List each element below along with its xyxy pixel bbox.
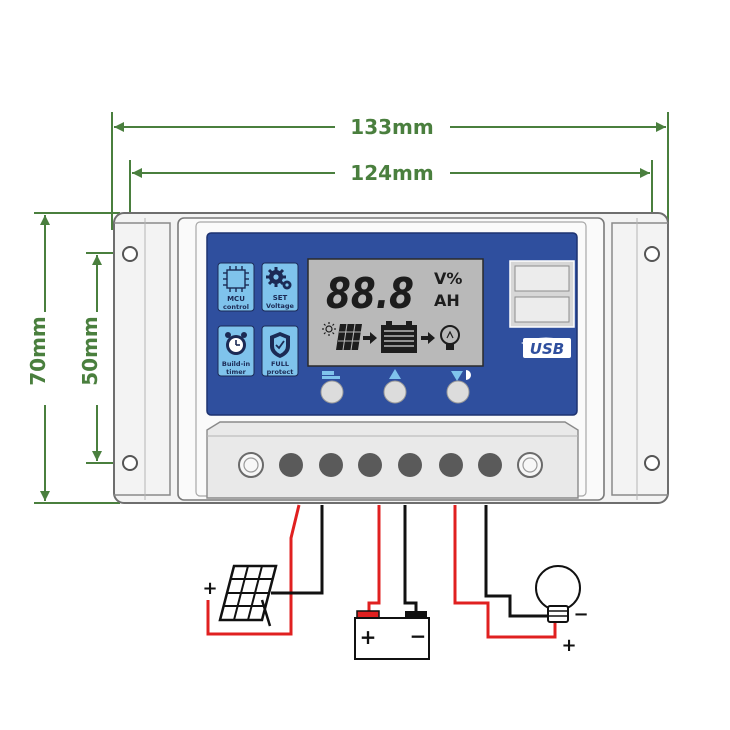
light-bulb-icon bbox=[535, 565, 581, 623]
usb-port-1[interactable] bbox=[514, 265, 570, 292]
usb-label: USB bbox=[530, 340, 564, 358]
terminal-battery-plus bbox=[358, 453, 382, 477]
terminal-solar-minus bbox=[319, 453, 343, 477]
terminal-load-plus bbox=[439, 453, 463, 477]
lcd-sun-icon bbox=[322, 322, 336, 336]
gear-icon bbox=[266, 267, 292, 290]
set-label-line2: Voltage bbox=[266, 302, 295, 310]
end-screw-right bbox=[517, 452, 543, 478]
menu-icon bbox=[322, 371, 340, 379]
lcd-unit-top: V% bbox=[434, 269, 462, 288]
solar-panel-icon bbox=[218, 564, 278, 627]
mounting-holes bbox=[122, 246, 660, 471]
alarm-clock-icon bbox=[225, 332, 247, 355]
up-triangle-icon bbox=[389, 369, 401, 379]
chip-icon bbox=[223, 266, 249, 292]
battery-negative-wire bbox=[403, 505, 418, 611]
usb-port-2[interactable] bbox=[514, 296, 570, 323]
protect-label-line1: FULL bbox=[271, 360, 289, 368]
dimension-70mm-label: 70mm bbox=[26, 316, 50, 386]
usb-logo: USB bbox=[521, 337, 571, 358]
battery-plus-sign: + bbox=[360, 625, 377, 649]
lcd-unit-bottom: AH bbox=[434, 291, 460, 310]
battery-minus-sign: − bbox=[410, 624, 427, 648]
load-positive-wire bbox=[453, 505, 557, 639]
down-toggle-icon bbox=[451, 370, 471, 381]
up-button[interactable] bbox=[383, 380, 407, 404]
lcd-battery-icon bbox=[381, 321, 417, 353]
battery-positive-wire bbox=[367, 505, 381, 611]
set-label-line1: SET bbox=[273, 294, 288, 302]
load-negative-wire bbox=[484, 505, 550, 618]
load-plus-sign: + bbox=[561, 635, 576, 656]
solar-negative-wire bbox=[271, 505, 324, 595]
solar-plus-sign: + bbox=[202, 578, 217, 599]
dimension-arrowheads bbox=[40, 122, 666, 501]
terminal-battery-minus bbox=[398, 453, 422, 477]
lcd-bulb-icon bbox=[440, 325, 460, 350]
mcu-label-line2: control bbox=[223, 303, 249, 311]
end-screw-left bbox=[238, 452, 264, 478]
terminal-strip bbox=[206, 421, 579, 499]
solar-positive-wire bbox=[206, 504, 301, 636]
battery-icon bbox=[354, 610, 430, 660]
lcd-arrow-icon bbox=[421, 332, 435, 344]
dimension-124mm-label: 124mm bbox=[350, 161, 433, 185]
set-voltage-badge: SET Voltage bbox=[261, 262, 299, 312]
dimension-50mm-label: 50mm bbox=[78, 316, 102, 386]
mcu-label-line1: MCU bbox=[227, 295, 245, 303]
lcd-digits: 88.8 bbox=[326, 269, 414, 318]
lcd-solar-panel-icon bbox=[336, 323, 362, 351]
timer-label-line2: timer bbox=[226, 368, 247, 376]
terminal-load-minus bbox=[478, 453, 502, 477]
terminal-solar-plus bbox=[279, 453, 303, 477]
menu-button[interactable] bbox=[320, 380, 344, 404]
build-in-timer-badge: Build-in timer bbox=[217, 325, 255, 377]
shield-icon bbox=[270, 332, 290, 358]
full-protect-badge: FULL protect bbox=[261, 325, 299, 377]
mcu-control-badge: MCU control bbox=[217, 262, 255, 312]
lcd-arrow-icon bbox=[363, 332, 377, 344]
protect-label-line2: protect bbox=[267, 368, 294, 376]
dimension-133mm-label: 133mm bbox=[350, 115, 433, 139]
timer-label-line1: Build-in bbox=[222, 360, 251, 368]
down-button[interactable] bbox=[446, 380, 470, 404]
load-minus-sign: − bbox=[573, 604, 588, 625]
usb-port-panel bbox=[509, 260, 575, 328]
terminal-screws bbox=[238, 452, 543, 478]
